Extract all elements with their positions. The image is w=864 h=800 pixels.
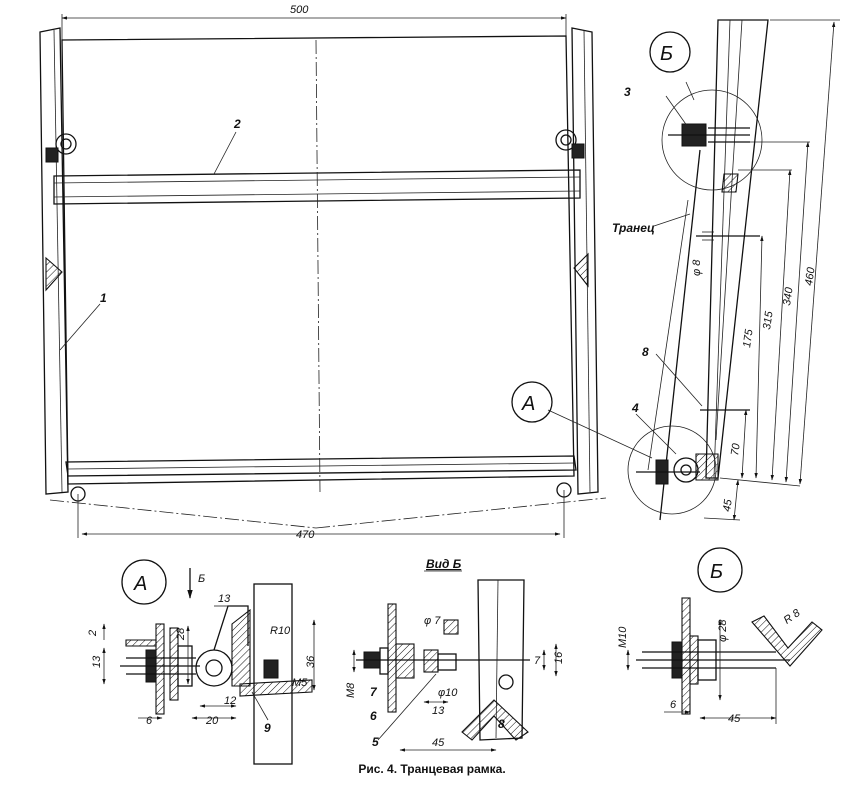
view-b-title: Вид Б xyxy=(426,557,462,571)
dim-70: 70 xyxy=(729,442,743,457)
detail-b: Б M10 φ 28 R 8 6 45 xyxy=(617,547,823,725)
dim-6-b: 6 xyxy=(670,699,677,711)
part-1-label: 1 xyxy=(100,291,107,305)
detail-a: А Б 2 13 13 28 R10 36 M5 12 xyxy=(87,559,317,765)
part-8-b-label: 8 xyxy=(498,717,505,731)
part-9-label: 9 xyxy=(264,721,271,735)
part-4-label: 4 xyxy=(631,401,639,415)
dim-45-b: 45 xyxy=(432,737,445,749)
dim-phi8: φ 8 xyxy=(691,259,703,276)
dim-13-b: 13 xyxy=(432,705,445,717)
side-view: 3 Б φ 8 Транец 8 4 А xyxy=(511,19,840,521)
callout-b-top: Б xyxy=(660,43,673,65)
part-7-label: 7 xyxy=(370,685,378,699)
dim-r10: R10 xyxy=(270,625,291,637)
dim-phi10: φ10 xyxy=(438,687,458,699)
callout-a-detail: А xyxy=(133,573,147,595)
dim-m8: M8 xyxy=(345,682,357,698)
part-8-side-label: 8 xyxy=(642,345,649,359)
dim-7-b: 7 xyxy=(534,655,541,667)
part-6-label: 6 xyxy=(370,709,377,723)
part-2-label: 2 xyxy=(233,117,241,131)
dim-13v: 13 xyxy=(91,655,103,668)
dim-phi7: φ 7 xyxy=(424,615,441,627)
dim-2: 2 xyxy=(87,630,99,637)
dim-6-a: 6 xyxy=(146,715,153,727)
dim-500: 500 xyxy=(290,4,309,16)
callout-a-side: А xyxy=(521,393,535,415)
view-arrow-b: Б xyxy=(198,573,205,585)
part-5-label: 5 xyxy=(372,735,379,749)
dim-460: 460 xyxy=(803,266,818,287)
dim-20: 20 xyxy=(205,715,219,727)
figure-caption: Рис. 4. Транцевая рамка. xyxy=(358,762,506,776)
callout-b-detail: Б xyxy=(710,561,723,583)
right-clamp-icon xyxy=(555,129,585,159)
dim-16: 16 xyxy=(553,651,565,664)
dim-m10: M10 xyxy=(617,626,629,648)
dim-phi28: φ 28 xyxy=(717,619,729,642)
part-3-label: 3 xyxy=(624,85,631,99)
dim-315: 315 xyxy=(761,310,776,331)
dim-28-a: 28 xyxy=(175,627,187,641)
left-clamp-icon xyxy=(45,133,77,163)
dim-45-detail-b: 45 xyxy=(728,713,741,725)
dim-12: 12 xyxy=(224,695,236,707)
dim-175: 175 xyxy=(741,328,756,349)
dim-470: 470 xyxy=(296,529,315,541)
view-b: Вид Б φ 7 M8 φ10 13 7 16 45 7 6 5 8 xyxy=(345,557,565,752)
dim-13-a: 13 xyxy=(218,593,231,605)
dim-r8: R 8 xyxy=(782,607,804,627)
dim-36: 36 xyxy=(305,655,317,668)
dim-45-side: 45 xyxy=(721,498,735,513)
front-view: 500 xyxy=(39,4,607,541)
transom-label: Транец xyxy=(612,221,655,235)
dim-m5: M5 xyxy=(292,677,308,689)
